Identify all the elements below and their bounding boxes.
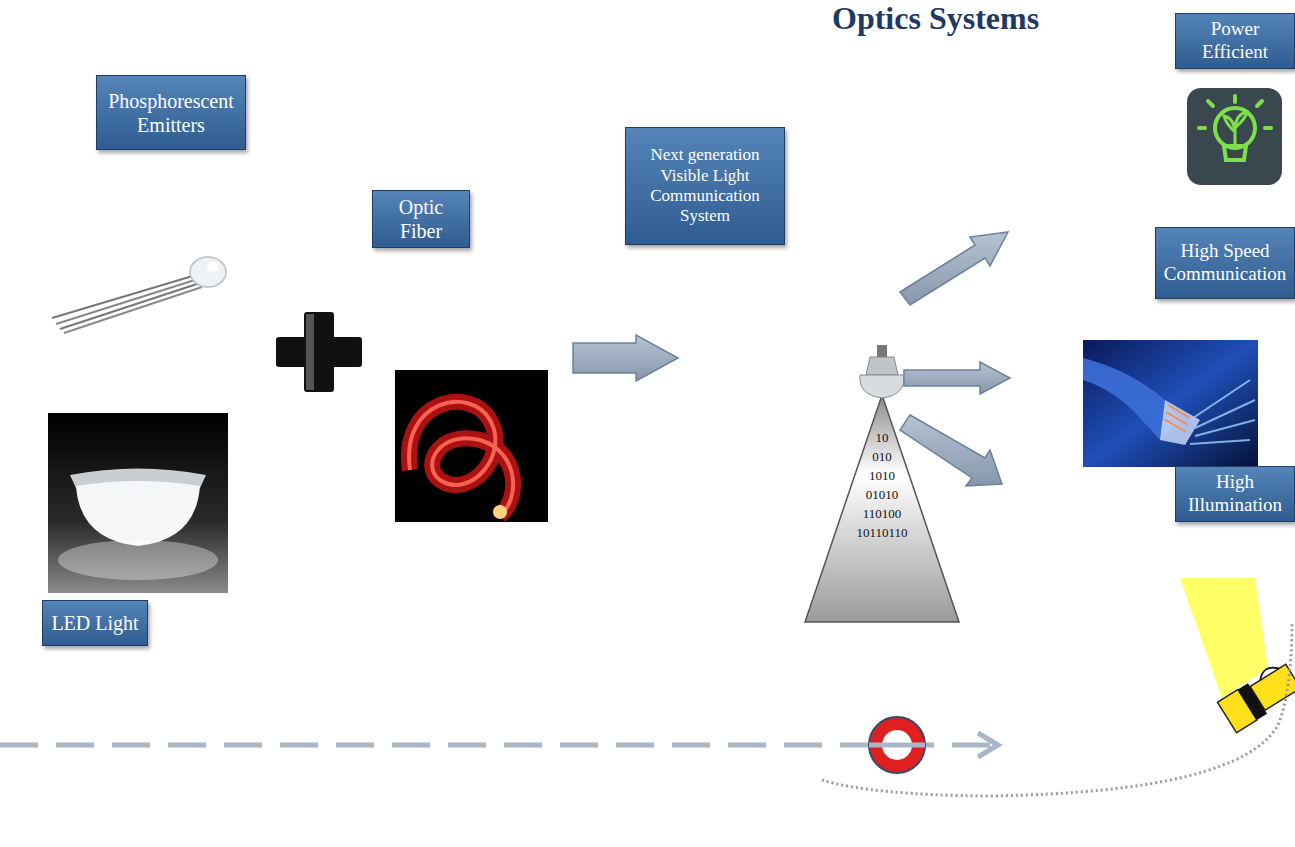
- box-label: High Speed Communication: [1164, 240, 1286, 286]
- binary-digits: 110100: [842, 506, 922, 522]
- box-content: Optic Fiber: [381, 195, 461, 243]
- block-arrow: [900, 415, 1002, 486]
- box-label: Next generation Visible Light Communicat…: [634, 145, 776, 227]
- flashlight: [1180, 578, 1295, 733]
- text-box: LED Light: [42, 600, 148, 646]
- box-content: Next generation Visible Light Communicat…: [634, 145, 776, 227]
- optic-fiber-picture: [395, 370, 548, 522]
- timeline: [0, 622, 1292, 796]
- text-box: Optic Fiber: [372, 190, 470, 248]
- diagram-title: Optics Systems: [832, 0, 1039, 37]
- network-cable-picture: [1083, 340, 1258, 467]
- box-content: High Illumination: [1184, 471, 1286, 517]
- box-label: High Illumination: [1184, 471, 1286, 517]
- text-box: Power Efficient: [1175, 13, 1295, 69]
- block-arrow: [904, 362, 1010, 394]
- text-box: Next generation Visible Light Communicat…: [625, 127, 785, 245]
- box-content: Power Efficient: [1184, 18, 1286, 64]
- led-component: [52, 257, 226, 333]
- binary-digits: 1010: [842, 468, 922, 484]
- plus-sign: [276, 312, 362, 392]
- box-content: Phosphorescent Emitters: [105, 89, 237, 137]
- binary-digits: 10: [842, 430, 922, 446]
- box-label: Power Efficient: [1184, 18, 1286, 64]
- text-box: High Speed Communication: [1155, 227, 1295, 299]
- box-label: Optic Fiber: [381, 195, 461, 243]
- box-content: LED Light: [51, 611, 138, 635]
- bulb-icon: [1187, 88, 1282, 185]
- ceiling-lamp: [48, 413, 228, 593]
- binary-digits: 010: [842, 449, 922, 465]
- block-arrow: [573, 335, 678, 381]
- text-box: High Illumination: [1175, 466, 1295, 522]
- text-box: Phosphorescent Emitters: [96, 75, 246, 150]
- box-label: Phosphorescent Emitters: [105, 89, 237, 137]
- binary-digits: 10110110: [842, 525, 922, 541]
- box-label: LED Light: [51, 611, 138, 635]
- binary-digits: 01010: [842, 487, 922, 503]
- block-arrow: [900, 232, 1008, 305]
- box-content: High Speed Communication: [1164, 240, 1286, 286]
